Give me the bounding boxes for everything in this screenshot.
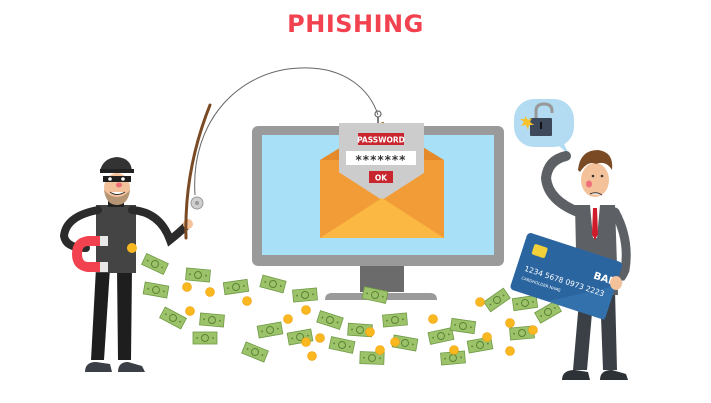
dollar-bill-icon bbox=[382, 312, 408, 328]
dollar-bill-icon bbox=[259, 274, 287, 294]
coin-icon bbox=[182, 282, 192, 292]
coin-icon bbox=[528, 325, 538, 335]
coin-icon bbox=[505, 346, 515, 356]
dollar-bill-icon bbox=[449, 317, 477, 335]
password-field[interactable] bbox=[346, 151, 416, 165]
dollar-bill-icon bbox=[359, 351, 385, 365]
coin-icon bbox=[242, 296, 252, 306]
coin-icon bbox=[301, 305, 311, 315]
speech-bubble bbox=[514, 99, 574, 156]
password-label-box bbox=[358, 133, 404, 145]
dollar-bill-icon bbox=[361, 286, 389, 304]
dollar-bill-icon bbox=[534, 300, 562, 324]
coin-icon bbox=[475, 297, 485, 307]
dollar-bill-icon bbox=[256, 321, 284, 339]
coin-icon bbox=[390, 337, 400, 347]
password-label: PASSWORD bbox=[357, 136, 405, 145]
coin-icon bbox=[301, 337, 311, 347]
coin-icon bbox=[505, 318, 515, 328]
coin-icon bbox=[428, 314, 438, 324]
magnet-icon bbox=[72, 236, 105, 272]
login-form: PASSWORD ******* OK bbox=[339, 123, 424, 200]
coin-icon bbox=[307, 351, 317, 361]
coin-icon bbox=[449, 345, 459, 355]
chip-icon bbox=[531, 244, 548, 258]
dollar-bill-icon bbox=[328, 336, 356, 354]
fishing-line bbox=[194, 67, 379, 196]
dollar-bill-icon bbox=[185, 267, 211, 283]
ok-button[interactable] bbox=[369, 171, 393, 183]
dollar-bill-icon bbox=[199, 312, 225, 328]
coin-icon bbox=[205, 287, 215, 297]
coin-icon bbox=[365, 327, 375, 337]
ok-button-label: OK bbox=[375, 174, 388, 183]
dollar-bill-icon bbox=[427, 327, 455, 345]
dollar-bill-icon bbox=[511, 294, 539, 312]
dollar-bill-icon bbox=[192, 331, 218, 345]
coin-icon bbox=[315, 333, 325, 343]
dollar-bill-icon bbox=[142, 281, 170, 299]
dollar-bill-icon bbox=[241, 341, 269, 363]
dollar-bill-icon bbox=[483, 287, 511, 313]
dollar-bill-icon bbox=[316, 310, 344, 330]
coin-icon bbox=[482, 332, 492, 342]
hacker-character bbox=[59, 157, 193, 372]
dollar-bill-icon bbox=[159, 306, 187, 330]
envelope-front bbox=[320, 160, 444, 238]
dollar-bill-icon bbox=[141, 252, 169, 276]
coin-icon bbox=[283, 314, 293, 324]
page-title: PHISHING bbox=[287, 10, 424, 38]
coin-icon bbox=[185, 306, 195, 316]
coin-icon bbox=[375, 345, 385, 355]
password-value: ******* bbox=[356, 153, 407, 167]
unlocked-padlock-icon bbox=[520, 102, 554, 136]
dollar-bill-icon bbox=[222, 278, 250, 296]
falling-money bbox=[141, 252, 562, 366]
fishing-rod bbox=[184, 103, 212, 240]
dollar-bill-icon bbox=[292, 287, 318, 303]
